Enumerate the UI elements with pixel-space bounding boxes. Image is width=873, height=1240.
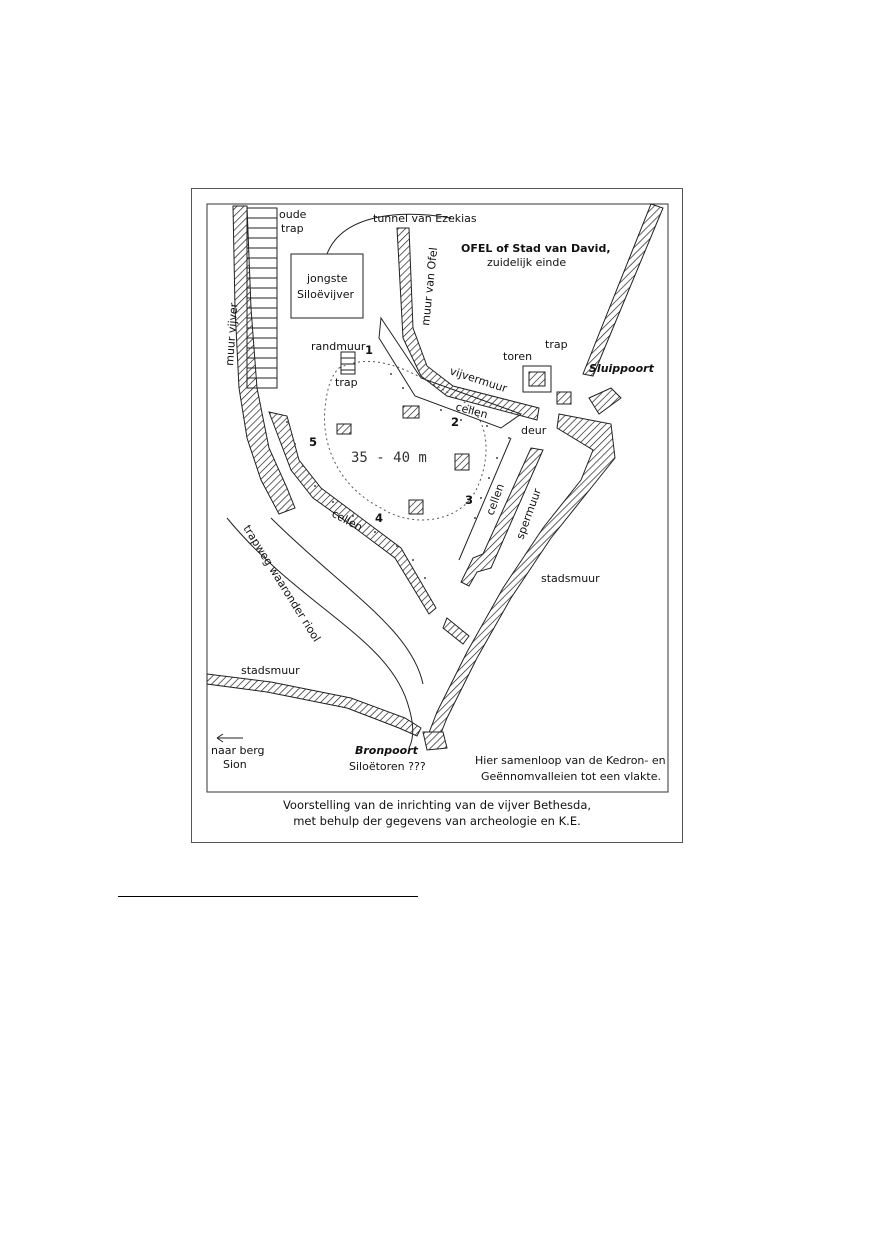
- label-muur-vijver: muur vijver: [223, 302, 240, 366]
- label-ofel-sub: zuidelijk einde: [487, 256, 566, 269]
- label-muur-van-ofel: muur van Ofel: [419, 247, 440, 327]
- oude-trap-steps: [246, 207, 278, 389]
- caption-line-1: Voorstelling van de inrichting van de vi…: [282, 798, 592, 812]
- label-tunnel: tunnel van Ezekias: [373, 212, 477, 225]
- marker-3: 3: [465, 493, 473, 507]
- label-stadsmuur-left: stadsmuur: [241, 664, 300, 677]
- figure-frame: [191, 188, 683, 843]
- footnote-rule: [118, 896, 418, 897]
- bronpoort-gate: [422, 731, 448, 751]
- wall-muur-van-ofel: [396, 227, 540, 421]
- label-randmuur: randmuur: [311, 340, 366, 353]
- label-bronpoort: Bronpoort: [355, 744, 419, 757]
- marker-5: 5: [309, 435, 317, 449]
- label-dimension: 35 - 40 m: [351, 450, 427, 466]
- sluippoort: [588, 387, 622, 415]
- label-oude-trap-2: trap: [281, 222, 304, 235]
- trapweg-curve: [226, 517, 414, 749]
- wall-stadsmuur-left: [206, 673, 422, 737]
- tunnel-ezekias: [326, 213, 452, 255]
- label-trap-left: trap: [335, 376, 358, 389]
- pool-outline: [323, 360, 487, 521]
- label-naar-berg: naar berg: [211, 744, 265, 757]
- label-jongste-1: jongste: [306, 272, 348, 285]
- map-border: [206, 203, 669, 793]
- label-samenloop-2: Geënnomvalleien tot een vlakte.: [481, 770, 661, 783]
- label-oude-trap-1: oude: [279, 208, 307, 221]
- label-trap-right: trap: [545, 338, 568, 351]
- label-jongste-2: Siloëvijver: [297, 288, 354, 301]
- wall-spermuur: [460, 447, 544, 587]
- wall-cellen-left: [268, 411, 437, 615]
- label-sion: Sion: [223, 758, 247, 771]
- label-siloetoren: Siloëtoren ???: [349, 760, 426, 773]
- bethesda-map: oude trap tunnel van Ezekias OFEL of Sta…: [206, 203, 669, 793]
- label-trapweg: trapweg waaronder riool: [240, 523, 323, 644]
- label-toren: toren: [503, 350, 532, 363]
- label-samenloop-1: Hier samenloop van de Kedron- en: [475, 754, 666, 767]
- jongste-siloevijver: [290, 253, 364, 319]
- marker-4: 4: [375, 511, 383, 525]
- label-stadsmuur-right: stadsmuur: [541, 572, 600, 585]
- colonnade-dots: [286, 373, 510, 579]
- label-sluippoort: Sluippoort: [589, 362, 655, 375]
- figure-caption: Voorstelling van de inrichting van de vi…: [191, 797, 683, 829]
- marker-2: 2: [451, 415, 459, 429]
- caption-line-2: met behulp der gegevens van archeologie …: [293, 814, 581, 828]
- marker-1: 1: [365, 343, 373, 357]
- wall-ofel-east: [582, 203, 664, 377]
- label-deur: deur: [521, 424, 547, 437]
- label-ofel-title: OFEL of Stad van David,: [461, 242, 611, 255]
- wall-muur-vijver: [232, 205, 296, 515]
